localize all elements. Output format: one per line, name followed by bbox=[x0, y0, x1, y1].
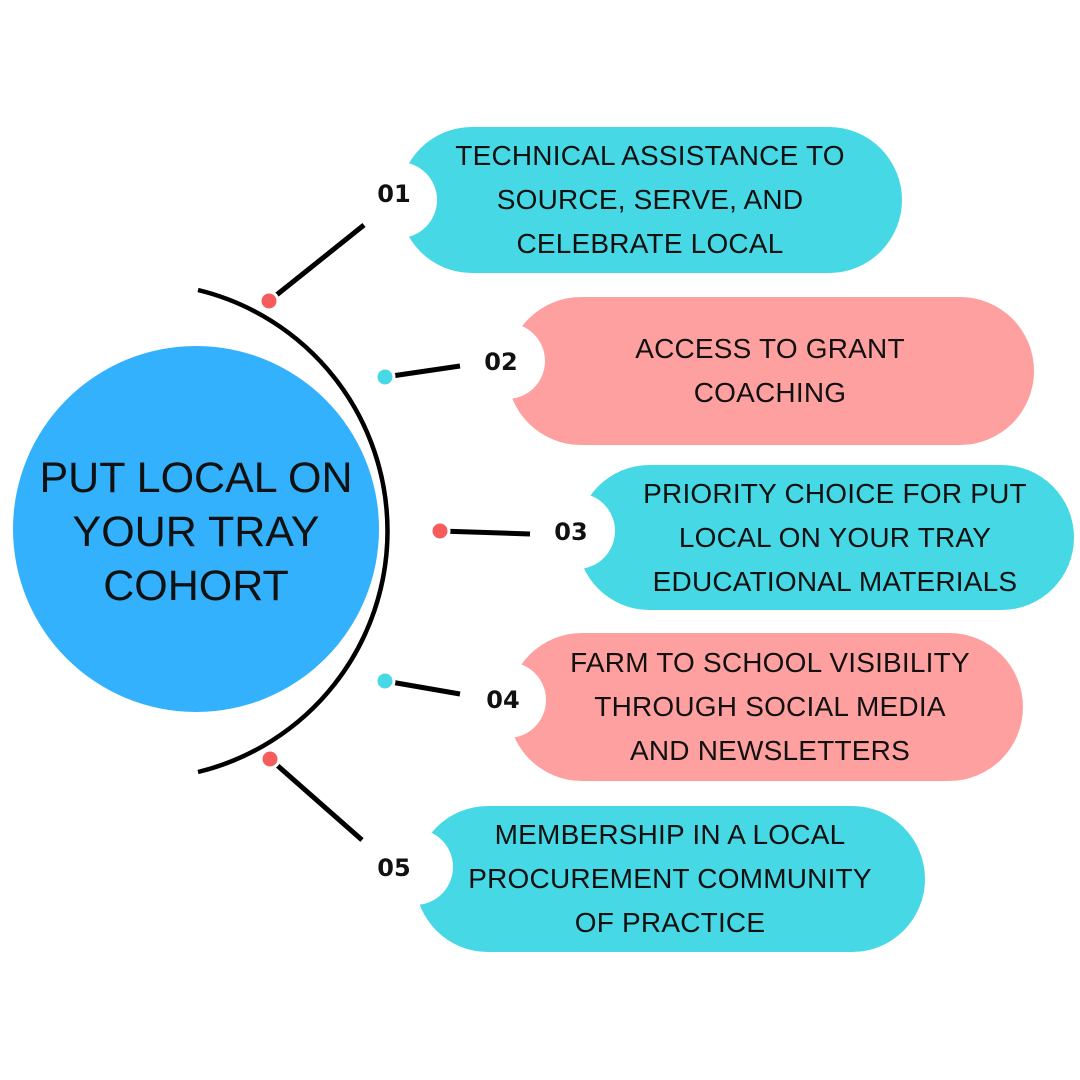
item-number-04: 04 bbox=[486, 686, 520, 714]
item-pill-03: PRIORITY CHOICE FOR PUT LOCAL ON YOUR TR… bbox=[600, 465, 1070, 610]
pill-shapes bbox=[361, 127, 1074, 952]
item-pill-shape-03 bbox=[577, 465, 1074, 610]
connector-dot-01 bbox=[258, 290, 280, 312]
item-notch-01 bbox=[361, 162, 437, 238]
item-notch-02 bbox=[469, 323, 545, 399]
hub-arc bbox=[197, 287, 390, 775]
item-pill-shape-05 bbox=[415, 806, 925, 952]
item-number-01: 01 bbox=[377, 180, 411, 208]
item-pill-05: MEMBERSHIP IN A LOCAL PROCUREMENT COMMUN… bbox=[420, 806, 920, 952]
item-number-05: 05 bbox=[377, 854, 411, 882]
item-notch-04 bbox=[470, 662, 546, 738]
item-notch-03 bbox=[539, 493, 615, 569]
item-text-02: ACCESS TO GRANT COACHING bbox=[635, 333, 905, 408]
item-pill-01: TECHNICAL ASSISTANCE TO SOURCE, SERVE, A… bbox=[410, 127, 890, 273]
item-pill-04: FARM TO SCHOOL VISIBILITY THROUGH SOCIAL… bbox=[520, 633, 1020, 781]
item-number-03: 03 bbox=[554, 518, 588, 546]
connector-line-03 bbox=[439, 528, 531, 537]
connector-line-02 bbox=[384, 363, 461, 380]
connector-dot-03 bbox=[429, 520, 451, 542]
item-text-01: TECHNICAL ASSISTANCE TO SOURCE, SERVE, A… bbox=[455, 140, 845, 259]
connector-dot-05 bbox=[259, 748, 281, 770]
connector-line-04 bbox=[384, 678, 461, 697]
item-text-03: PRIORITY CHOICE FOR PUT LOCAL ON YOUR TR… bbox=[643, 477, 1027, 597]
item-pill-shape-02 bbox=[507, 297, 1034, 445]
item-number-02: 02 bbox=[484, 348, 518, 376]
connector-dot-02 bbox=[374, 366, 396, 388]
item-text-04: FARM TO SCHOOL VISIBILITY THROUGH SOCIAL… bbox=[570, 647, 970, 766]
connector-dot-04 bbox=[374, 670, 396, 692]
item-pill-shape-01 bbox=[399, 127, 902, 273]
item-pill-shape-04 bbox=[508, 633, 1023, 781]
item-pill-02: ACCESS TO GRANT COACHING bbox=[520, 297, 1020, 445]
connector-line-05 bbox=[268, 757, 364, 842]
item-notch-05 bbox=[377, 829, 453, 905]
connector-line-01 bbox=[267, 223, 366, 303]
center-hub-circle: PUT LOCAL ON YOUR TRAY COHORT bbox=[13, 346, 379, 712]
center-hub-title: PUT LOCAL ON YOUR TRAY COHORT bbox=[39, 454, 353, 610]
item-text-05: MEMBERSHIP IN A LOCAL PROCUREMENT COMMUN… bbox=[468, 819, 872, 938]
